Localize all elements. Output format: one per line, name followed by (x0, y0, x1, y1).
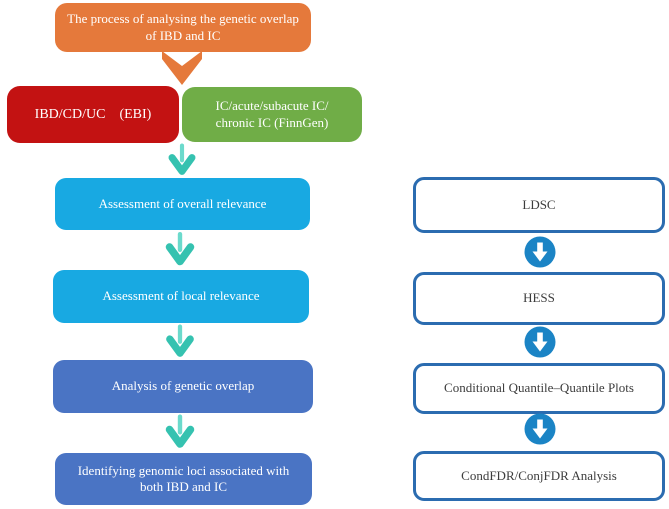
method-box-qq-plots: Conditional Quantile–Quantile Plots (413, 363, 665, 414)
process-title-text: The process of analysing the genetic ove… (67, 11, 299, 43)
ibd-source-text: IBD/CD/UC (EBI) (34, 106, 152, 122)
method-text: CondFDR/ConjFDR Analysis (461, 467, 617, 483)
orange-chevron-down-icon (162, 51, 202, 85)
circle-down-arrow-icon (524, 326, 556, 358)
method-text: Conditional Quantile–Quantile Plots (444, 380, 634, 396)
step-box-genomic-loci: Identifying genomic loci associated with… (55, 453, 312, 505)
circle-down-arrow-icon (524, 413, 556, 445)
method-box-condfdr: CondFDR/ConjFDR Analysis (413, 451, 665, 501)
step-box-genetic-overlap: Analysis of genetic overlap (53, 360, 313, 413)
teal-down-arrow-icon (168, 143, 196, 175)
ic-source-line2: chronic IC (FinnGen) (215, 114, 329, 130)
step-text: Assessment of overall relevance (98, 195, 267, 211)
teal-down-arrow-icon (165, 232, 195, 266)
teal-down-arrow-icon (165, 414, 195, 448)
step-text: Identifying genomic loci associated with… (77, 462, 290, 494)
method-box-ldsc: LDSC (413, 177, 665, 233)
ic-source-box: IC/acute/subacute IC/ chronic IC (FinnGe… (182, 87, 362, 142)
teal-down-arrow-icon (166, 324, 194, 357)
process-title-box: The process of analysing the genetic ove… (55, 3, 311, 52)
method-box-hess: HESS (413, 272, 665, 325)
circle-down-arrow-icon (524, 236, 556, 268)
step-box-local-relevance: Assessment of local relevance (53, 270, 309, 323)
ic-source-text: IC/acute/subacute IC/ chronic IC (FinnGe… (216, 98, 329, 131)
method-text: LDSC (522, 196, 556, 212)
ic-source-line1: IC/acute/subacute IC/ (215, 98, 329, 114)
step-box-overall-relevance: Assessment of overall relevance (55, 178, 310, 230)
step-text: Assessment of local relevance (102, 288, 260, 304)
method-text: HESS (523, 290, 555, 306)
step-text: Analysis of genetic overlap (111, 378, 255, 394)
ibd-source-box: IBD/CD/UC (EBI) (7, 86, 179, 143)
